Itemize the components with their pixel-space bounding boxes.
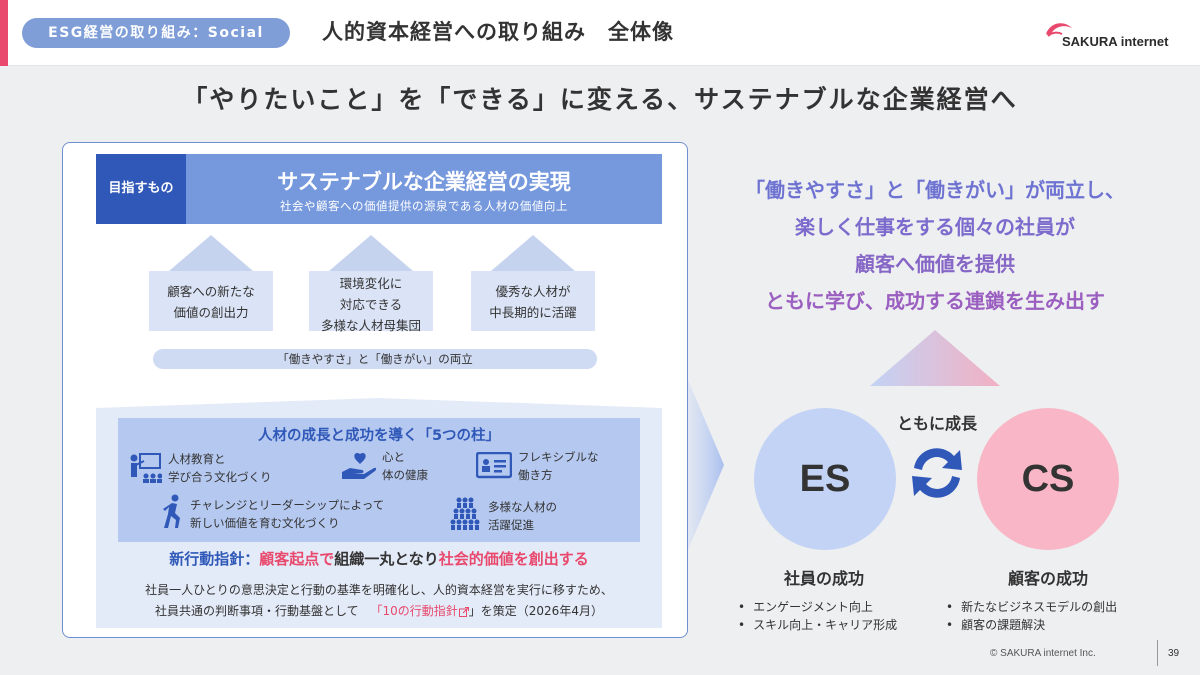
cs-circle: CS	[977, 408, 1119, 550]
policy-mid: 組織一丸となり	[334, 550, 439, 568]
policy-label: 新行動指針：	[169, 550, 260, 568]
message-line2: 楽しく仕事をする個々の社員が	[795, 215, 1075, 239]
balance-pill: 「働きやすさ」と「働きがい」の両立	[153, 349, 597, 369]
goal-banner: 目指すもの サステナブルな企業経営の実現 社会や顧客への価値提供の源泉である人材…	[96, 154, 662, 224]
employee-success-list: エンゲージメント向上 スキル向上・キャリア形成	[738, 598, 897, 634]
pillar-1-line1: 人材教育と	[168, 452, 226, 466]
pillars-box: 人材の成長と成功を導く「5つの柱」 人材教育と 学び合う文化づくり	[118, 418, 640, 542]
es-circle: ES	[754, 408, 896, 550]
pillar-1-line2: 学び合う文化づくり	[168, 470, 272, 484]
goal-title: サステナブルな企業経営の実現	[277, 170, 571, 194]
footer-copyright: © SAKURA internet Inc.	[990, 648, 1096, 659]
list-item: スキル向上・キャリア形成	[738, 616, 897, 634]
policy-body-line2-post: 」を策定（2026年4月）	[468, 604, 603, 618]
arrow-text-1-line1: 顧客への新たな	[167, 284, 255, 299]
arrow-text-2-line3: 多様な人材母集団	[320, 318, 421, 333]
external-link-icon[interactable]	[458, 606, 469, 617]
arrow-box-2: 環境変化に 対応できる 多様な人材母集団	[309, 235, 433, 333]
page-title: 人的資本経営への取り組み 全体像	[322, 20, 674, 44]
arrow-text-1-line2: 価値の創出力	[173, 305, 249, 320]
goal-subtitle: 社会や顧客への価値提供の源泉である人材の価値向上	[280, 199, 568, 213]
chevron-right-icon	[688, 380, 724, 550]
company-logo: SAKURA internet	[1044, 20, 1184, 52]
people-group-icon	[450, 497, 480, 530]
policy-emph-1: 顧客起点で	[259, 550, 335, 568]
arrow-text-2-line1: 環境変化に	[339, 276, 403, 291]
pillar-3-line2: 働き方	[518, 468, 553, 482]
policy-body-line2-pre: 社員共通の判断事項・行動基盤として	[155, 604, 359, 618]
header-accent-bar	[0, 0, 8, 66]
grow-together-label: ともに成長	[896, 414, 977, 433]
pillar-2-line2: 体の健康	[382, 468, 428, 482]
arrow-text-3-line2: 中長期的に活躍	[489, 305, 577, 320]
pillar-4-line2: 新しい価値を育む文化づくり	[190, 516, 340, 530]
footer-divider	[1157, 640, 1158, 666]
up-arrow-icon	[309, 235, 433, 331]
policy-body-line1: 社員一人ひとりの意思決定と行動の基準を明確化し、人的資本経営を実行に移すため、	[145, 583, 613, 597]
hand-heart-icon	[342, 452, 376, 479]
action-guidelines-link[interactable]: 「10の行動指針	[371, 604, 469, 618]
pillar-4: チャレンジとリーダーシップによって 新しい価値を育む文化づくり	[160, 494, 420, 534]
slide-headline: 「やりたいこと」を「できる」に変える、サステナブルな企業経営へ	[182, 85, 1018, 114]
policy-line: 新行動指針：顧客起点で組織一丸となり社会的価値を創出する	[96, 548, 662, 569]
section-tag: ESG経営の取り組み：Social	[22, 18, 290, 48]
action-guidelines-link-text[interactable]: 「10の行動指針	[370, 604, 458, 618]
list-item: 顧客の課題解決	[946, 616, 1117, 634]
pillar-2: 心と 体の健康	[340, 448, 460, 484]
page-number: 39	[1168, 648, 1180, 659]
remote-work-icon	[476, 452, 512, 479]
list-item: 新たなビジネスモデルの創出	[946, 598, 1117, 616]
runner-icon	[163, 494, 180, 528]
policy-body: 社員一人ひとりの意思決定と行動の基準を明確化し、人的資本経営を実行に移すため、 …	[96, 580, 662, 622]
message-line1: 「働きやすさ」と「働きがい」が両立し、	[745, 178, 1125, 202]
sakura-logo-icon	[1046, 23, 1072, 37]
customer-success-title: 顧客の成功	[1007, 569, 1088, 588]
arrow-text-2-line2: 対応できる	[339, 297, 403, 312]
arrow-box-3: 優秀な人材が 中長期的に活躍	[471, 235, 595, 331]
pillar-5: 多様な人材の 活躍促進	[448, 496, 598, 532]
pillars-title: 人材の成長と成功を導く「5つの柱」	[257, 428, 501, 444]
pillar-1: 人材教育と 学び合う文化づくり	[128, 450, 318, 486]
left-panel: 目指すもの サステナブルな企業経営の実現 社会や顧客への価値提供の源泉である人材…	[62, 142, 688, 638]
up-arrow-icon	[471, 235, 595, 331]
pillar-3: フレキシブルな 働き方	[476, 448, 626, 484]
pillars-house: 人材の成長と成功を導く「5つの柱」 人材教育と 学び合う文化づくり	[96, 398, 662, 628]
list-item: エンゲージメント向上	[738, 598, 897, 616]
logo-text: SAKURA internet	[1062, 34, 1169, 49]
pillar-2-line1: 心と	[382, 450, 405, 464]
pillar-3-line1: フレキシブルな	[518, 450, 599, 464]
message-line4: ともに学び、成功する連鎖を生み出す	[765, 289, 1105, 313]
pillar-5-line1: 多様な人材の	[488, 500, 557, 514]
arrow-box-1: 顧客への新たな 価値の創出力	[149, 235, 273, 331]
pillar-4-line1: チャレンジとリーダーシップによって	[190, 498, 385, 512]
right-message: 「働きやすさ」と「働きがい」が両立し、 楽しく仕事をする個々の社員が 顧客へ価値…	[710, 172, 1160, 320]
cycle-arrows-icon	[912, 448, 962, 498]
pillar-5-line2: 活躍促進	[488, 518, 534, 532]
message-line3: 顧客へ価値を提供	[855, 252, 1015, 276]
triangle-up-icon	[870, 330, 1000, 386]
slide-header: ESG経営の取り組み：Social 人的資本経営への取り組み 全体像 SAKUR…	[0, 0, 1200, 66]
policy-emph-2: 社会的価値を創出する	[438, 550, 589, 568]
customer-success-list: 新たなビジネスモデルの創出 顧客の課題解決	[946, 598, 1117, 634]
employee-success-title: 社員の成功	[783, 569, 864, 588]
up-arrow-icon	[149, 235, 273, 331]
policy-body-line2: 社員共通の判断事項・行動基盤として 「10の行動指針」を策定（2026年4月）	[96, 601, 662, 622]
teacher-icon	[130, 453, 162, 483]
goal-label: 目指すもの	[96, 154, 186, 224]
arrow-text-3-line1: 優秀な人材が	[495, 284, 571, 299]
